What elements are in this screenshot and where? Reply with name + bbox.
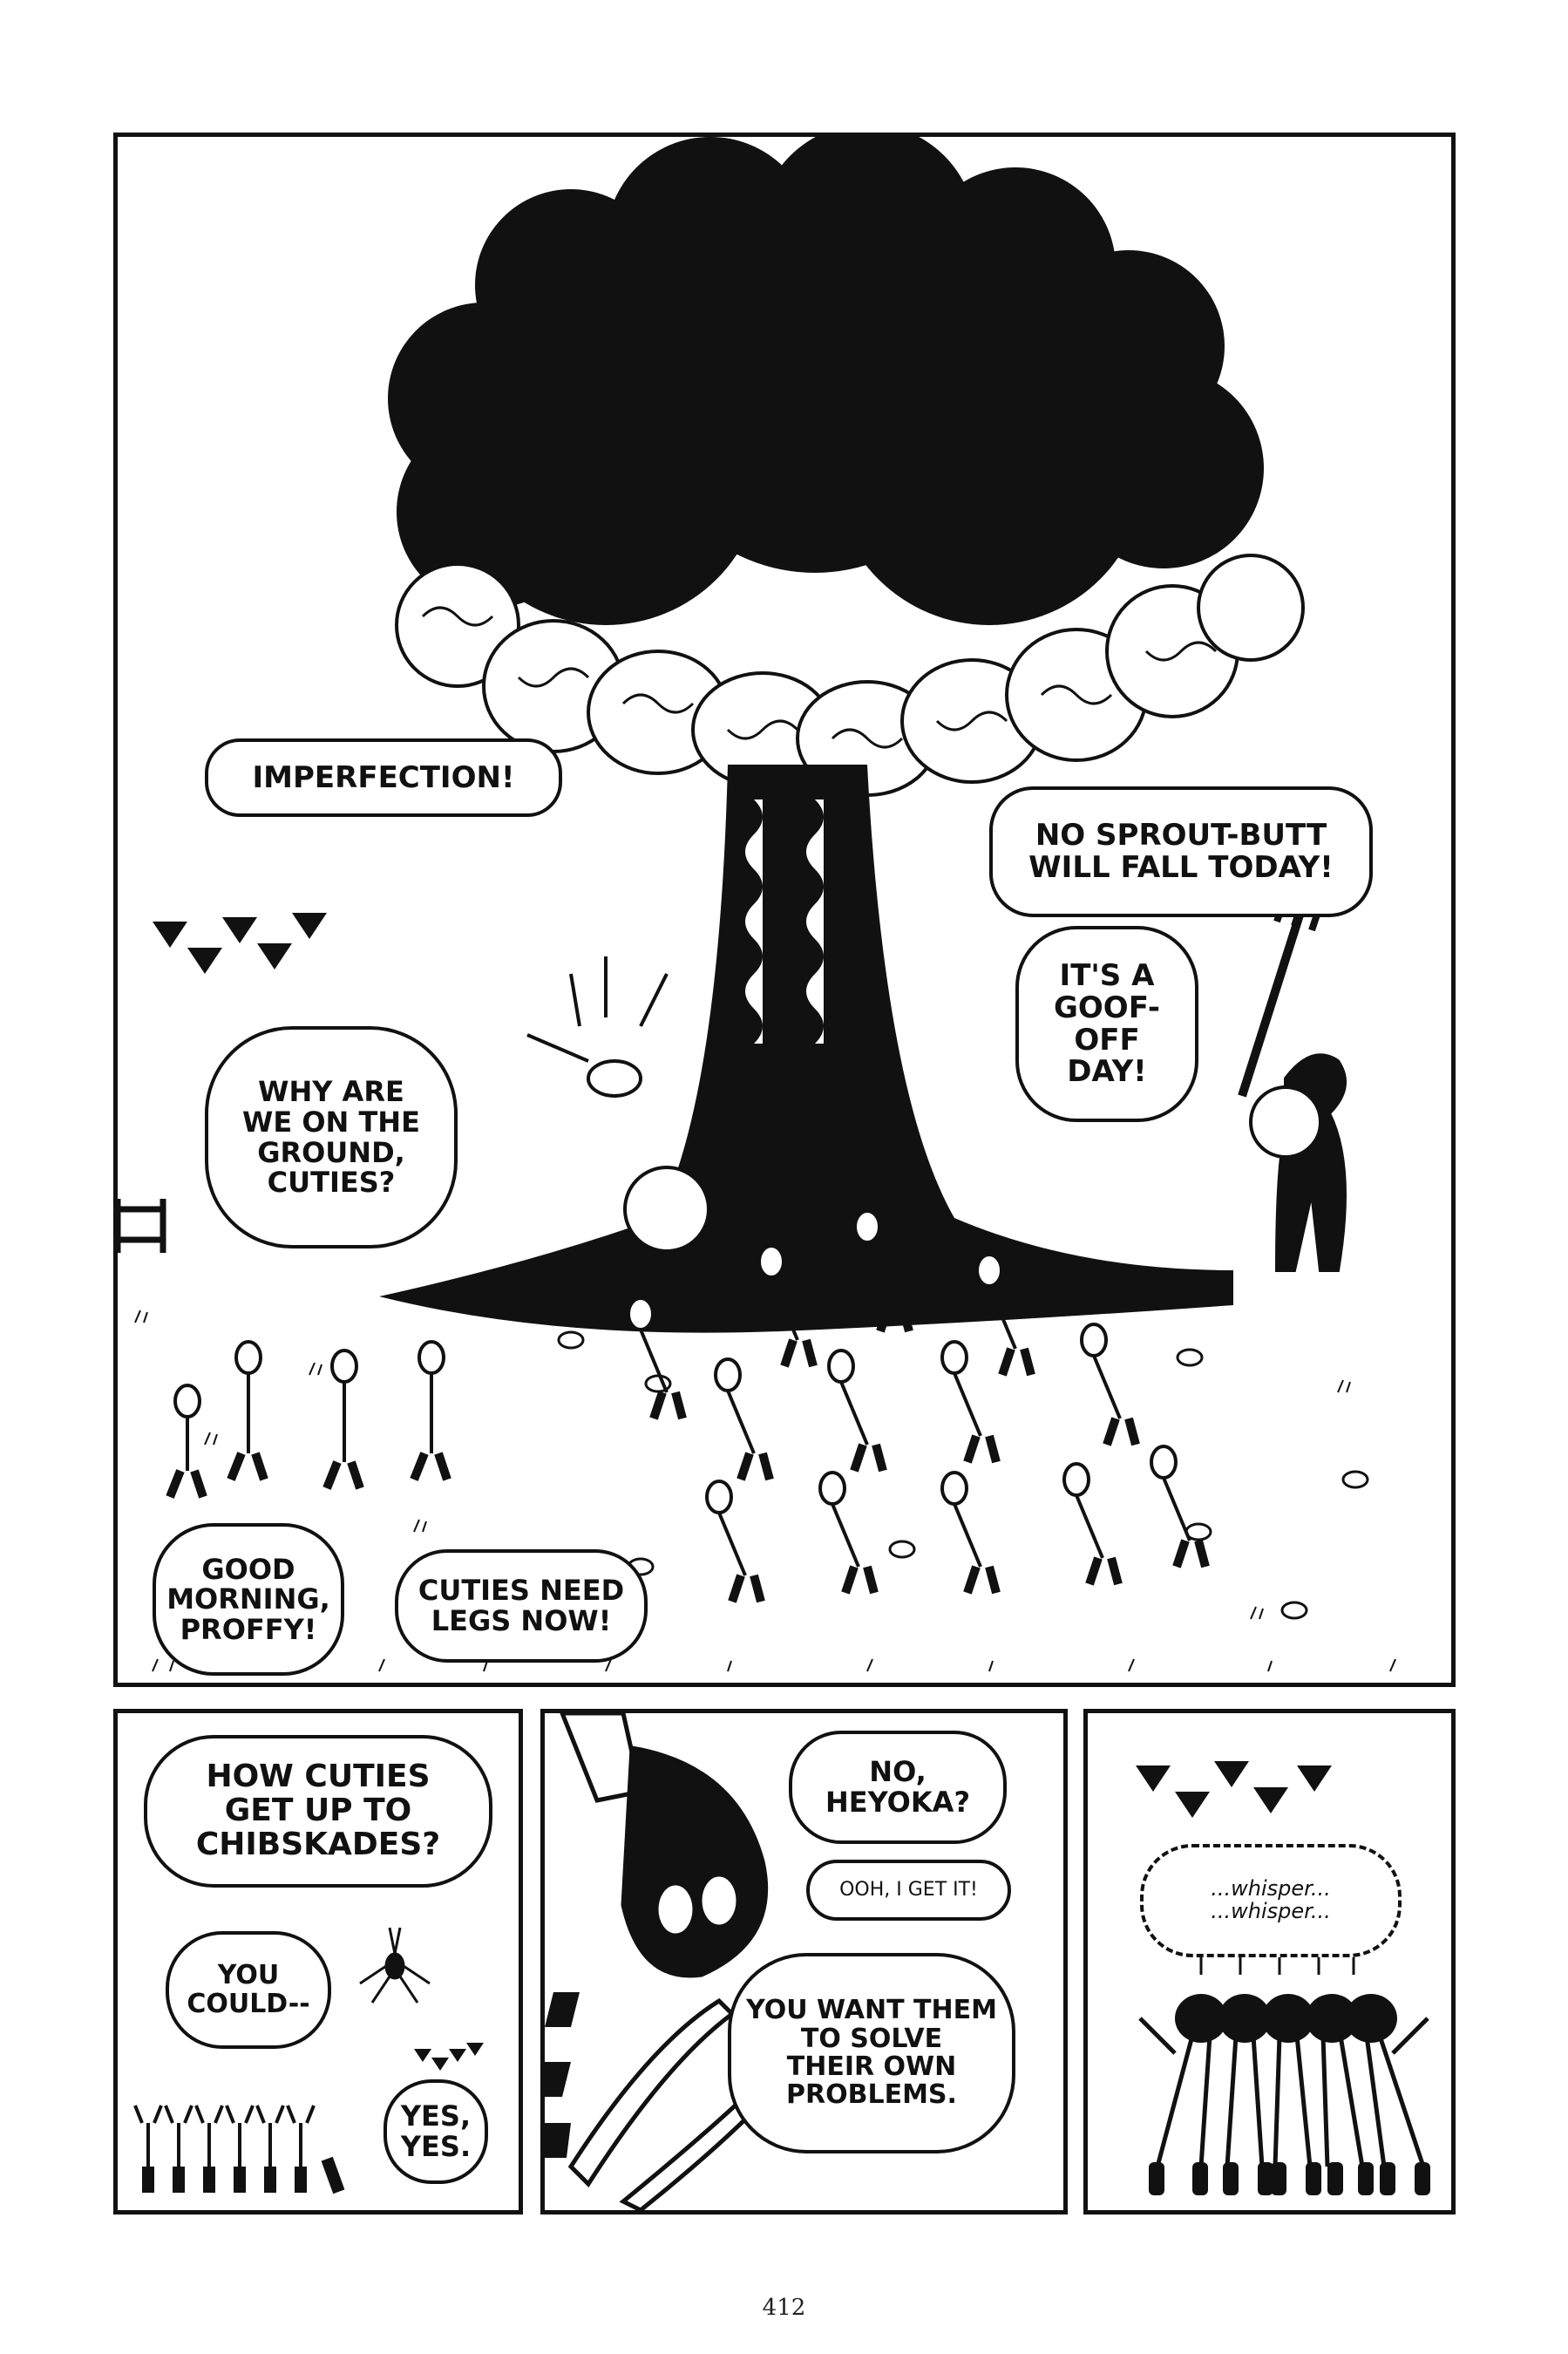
huddle-legs — [1138, 2017, 1429, 2167]
bubble-cuties-legs: CUTIES NEED LEGS NOW! — [395, 1549, 648, 1663]
falling-figure — [526, 956, 710, 1253]
bubble-no-heyoka: NO, HEYOKA? — [789, 1731, 1007, 1844]
bubble-whisper-text: ...whisper... ...whisper... — [1211, 1876, 1331, 1923]
bubble-ooh-text: OOH, I GET IT! — [839, 1879, 978, 1902]
bubble-good-morning: GOOD MORNING, PROFFY! — [153, 1523, 344, 1676]
tiny-cuties-legs — [142, 2156, 345, 2194]
flock-triangles — [153, 913, 327, 974]
chibskades-scene — [133, 1927, 484, 2194]
bubble-cuties-legs-text: CUTIES NEED LEGS NOW! — [417, 1574, 625, 1637]
bubble-solve-text: YOU WANT THEM TO SOLVE THEIR OWN PROBLEM… — [746, 1995, 997, 2111]
bubble-ooh: OOH, I GET IT! — [806, 1860, 1011, 1921]
trunk-stripes — [745, 799, 824, 1044]
bubble-imperfection-text: IMPERFECTION! — [252, 759, 515, 795]
page-number: 412 — [762, 2295, 806, 2321]
huddled-cuties — [1175, 1994, 1397, 2043]
bubble-sprout-butt-text: NO SPROUT-BUTT WILL FALL TODAY! — [1028, 818, 1334, 885]
bubble-you-could-text: YOU COULD-- — [187, 1960, 310, 2019]
bubble-you-could: YOU COULD-- — [166, 1931, 331, 2049]
panel-whisper: ...whisper... ...whisper... — [1083, 1709, 1456, 2215]
tree-canopy — [388, 137, 1264, 625]
bubble-yes-yes-text: YES, YES. — [400, 2099, 472, 2163]
tree-trunk — [379, 765, 1233, 1333]
bubble-yes-yes: YES, YES. — [384, 2079, 488, 2184]
heyoka-scene — [545, 1713, 779, 2210]
panel-heyoka: NO, HEYOKA? OOH, I GET IT! YOU WANT THEM… — [540, 1709, 1068, 2215]
huddle-feet — [1149, 2162, 1430, 2195]
whisper-scene — [1136, 1761, 1430, 2195]
bubble-goof-off: IT'S A GOOF- OFF DAY! — [1015, 926, 1198, 1122]
bubble-sprout-butt: NO SPROUT-BUTT WILL FALL TODAY! — [989, 786, 1373, 917]
panel-tree: IMPERFECTION! NO SPROUT-BUTT WILL FALL T… — [113, 133, 1456, 1687]
panel-chibskades: HOW CUTIES GET UP TO CHIBSKADES? YOU COU… — [113, 1709, 523, 2215]
bubble-imperfection: IMPERFECTION! — [205, 738, 562, 817]
spider-figure — [359, 1927, 431, 2004]
striped-pole — [545, 1992, 580, 2158]
bubble-goof-off-text: IT'S A GOOF- OFF DAY! — [1053, 958, 1160, 1090]
bubble-whisper: ...whisper... ...whisper... — [1140, 1844, 1402, 1957]
giant-foot — [560, 1713, 769, 1978]
tree-scene — [118, 137, 1396, 1672]
canopy-rim-pattern — [421, 606, 1218, 749]
small-triangles — [414, 2043, 484, 2071]
bubble-solve: YOU WANT THEM TO SOLVE THEIR OWN PROBLEM… — [728, 1953, 1015, 2153]
bubble-good-morning-text: GOOD MORNING, PROFFY! — [166, 1552, 330, 1646]
pitchfork-figure — [1238, 841, 1347, 1272]
whisper-triangles — [1136, 1761, 1332, 1818]
bubble-why-ground: WHY ARE WE ON THE GROUND, CUTIES? — [205, 1026, 458, 1248]
bubble-why-ground-text: WHY ARE WE ON THE GROUND, CUTIES? — [242, 1075, 420, 1200]
bubble-no-heyoka-text: NO, HEYOKA? — [825, 1755, 970, 1819]
bubble-how-cuties-text: HOW CUTIES GET UP TO CHIBSKADES? — [195, 1759, 441, 1862]
ladder — [118, 1199, 166, 1253]
bubble-how-cuties: HOW CUTIES GET UP TO CHIBSKADES? — [144, 1735, 492, 1888]
sound-ticks — [1199, 1957, 1355, 1975]
tiny-cuties-row — [133, 2105, 316, 2184]
cuties-crowd — [166, 1209, 1210, 1603]
